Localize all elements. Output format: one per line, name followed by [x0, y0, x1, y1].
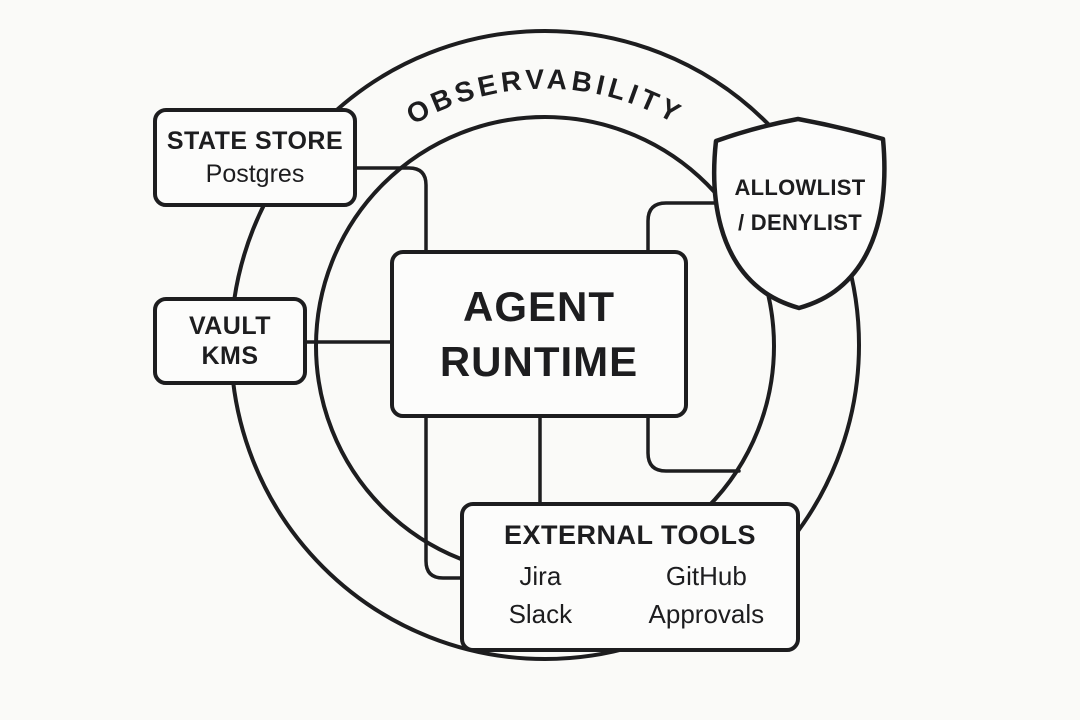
vault-line2: KMS	[201, 342, 259, 370]
shield-icon	[711, 116, 887, 311]
connector-runtime-to-external-tools-left	[424, 415, 464, 580]
agent-runtime-line2: RUNTIME	[439, 338, 639, 385]
node-agent-runtime: AGENT RUNTIME	[390, 250, 688, 418]
agent-runtime-line1: AGENT	[463, 283, 615, 330]
shield-line1: ALLOWLIST	[734, 175, 866, 200]
tool-item-jira: Jira	[519, 561, 562, 591]
vault-line1: VAULT	[188, 312, 272, 340]
connector-state-store-to-runtime	[355, 166, 428, 254]
shield-line2: / DENYLIST	[737, 210, 862, 235]
external-tools-list: Jira GitHub Slack Approvals	[464, 561, 796, 630]
tool-item-github: GitHub	[665, 561, 747, 591]
node-vault-kms: VAULT KMS	[153, 297, 307, 385]
node-external-tools: EXTERNAL TOOLS Jira GitHub Slack Approva…	[460, 502, 800, 652]
state-store-title: STATE STORE	[166, 126, 344, 155]
observability-ring-label: OBSERVABILITY	[401, 63, 689, 130]
connector-shield-to-runtime	[646, 201, 722, 254]
external-tools-title: EXTERNAL TOOLS	[503, 520, 757, 550]
shield-label: ALLOWLIST / DENYLIST	[712, 170, 888, 240]
tool-item-approvals: Approvals	[648, 599, 765, 629]
tool-item-slack: Slack	[508, 599, 573, 629]
connector-runtime-to-inner-ring	[646, 415, 741, 473]
node-state-store: STATE STORE Postgres	[153, 108, 357, 207]
state-store-subtitle: Postgres	[205, 159, 305, 188]
